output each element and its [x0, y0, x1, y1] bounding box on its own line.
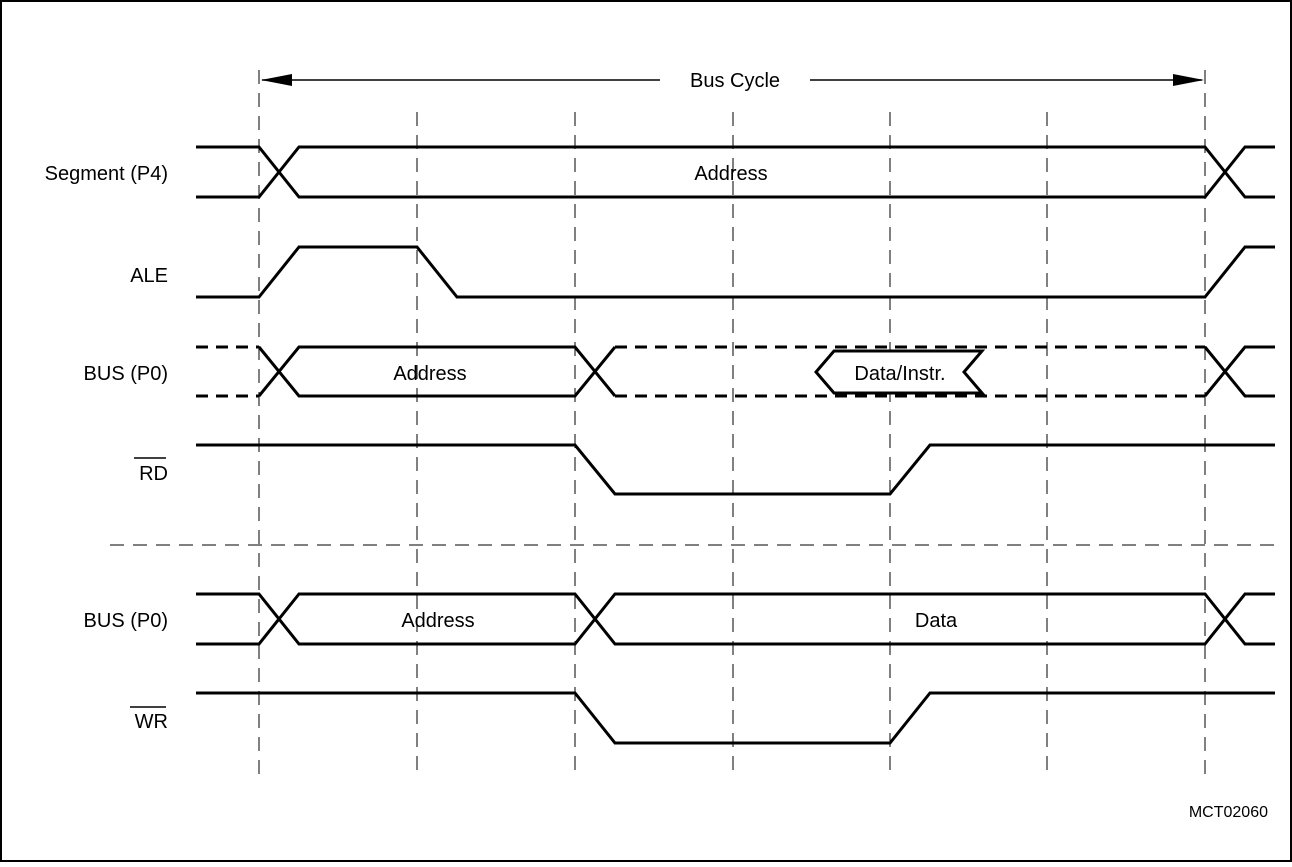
bus-write-label: BUS (P0): [84, 610, 168, 632]
bus-cycle-label: Bus Cycle: [690, 70, 780, 92]
bus-read-data-valid: [814, 349, 986, 395]
bus-read-end-b: [1203, 345, 1275, 397]
signal-ale: ALE: [130, 245, 1275, 299]
bus-read-address-top: [257, 345, 617, 397]
wr-label: WR: [135, 711, 168, 733]
ale-waveform: [196, 245, 1275, 299]
wr-waveform: [196, 691, 1275, 745]
bus-write-waveform-b: [196, 592, 1275, 646]
bus-read-data-label: Data/Instr.: [854, 363, 945, 385]
signal-wr: WR: [130, 691, 1275, 745]
arrowhead-right-icon: [1173, 74, 1204, 86]
segment-waveform-low: [196, 145, 1275, 199]
signal-rd: RD: [134, 443, 1275, 496]
bus-write-address-label: Address: [401, 610, 474, 632]
rd-label: RD: [139, 463, 168, 485]
rd-waveform: [196, 443, 1275, 496]
bus-write-waveform-a: [196, 592, 1275, 646]
segment-address-label: Address: [694, 163, 767, 185]
bus-cycle-arrow: Bus Cycle: [261, 70, 1204, 92]
bus-read-end-a: [1203, 346, 1275, 398]
bus-write-data-label: Data: [915, 610, 958, 632]
segment-waveform-high: [196, 145, 1275, 199]
bus-read-label: BUS (P0): [84, 363, 168, 385]
bus-read-address-label: Address: [393, 363, 466, 385]
signal-segment: Segment (P4) Address: [45, 145, 1275, 199]
signal-bus-read: BUS (P0) Address Data/Instr.: [84, 345, 1275, 398]
arrowhead-left-icon: [261, 74, 292, 86]
ale-label: ALE: [130, 265, 168, 287]
signal-bus-write: BUS (P0) Address Data: [84, 592, 1275, 646]
figure-code: MCT02060: [1189, 804, 1268, 821]
segment-label: Segment (P4): [45, 163, 168, 185]
